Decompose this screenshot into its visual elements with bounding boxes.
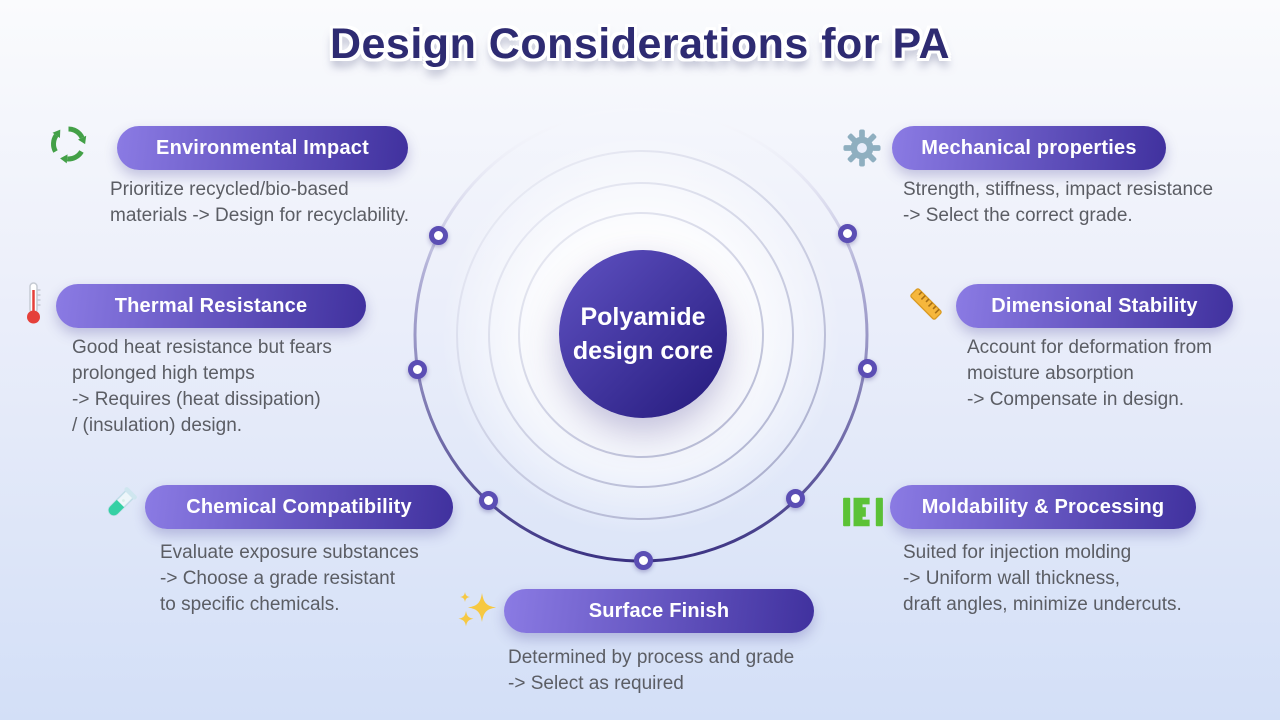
- pill-label: Thermal Resistance: [114, 294, 308, 317]
- inner-ring-3: [456, 150, 826, 520]
- pill-thermal-resistance: Thermal Resistance: [56, 284, 366, 328]
- pill-dimensional-stability: Dimensional Stability: [956, 284, 1233, 328]
- pill-label: Moldability & Processing: [921, 495, 1165, 518]
- core-label-line1: Polyamide: [580, 303, 706, 331]
- item-description-dimensional: Account for deformation from moisture ab…: [967, 337, 1212, 410]
- orbit-node-lower-left: [479, 491, 498, 510]
- orbit-node-bottom: [634, 551, 653, 570]
- inner-ring-2: [488, 182, 794, 488]
- gear-icon: [843, 129, 881, 167]
- item-description-mechanical: Strength, stiffness, impact resistance -…: [903, 179, 1214, 226]
- item-description-chemical: Evaluate exposure substances -> Choose a…: [160, 542, 419, 615]
- pill-moldability-processing: Moldability & Processing: [890, 485, 1196, 529]
- mold-icon: [841, 494, 885, 530]
- ruler-icon: [906, 284, 946, 324]
- pill-environmental-impact: Environmental Impact: [117, 126, 408, 170]
- orbit-node-upper-left: [429, 226, 448, 245]
- orbit-node-right: [858, 359, 877, 378]
- item-description-surface: Determined by process and grade -> Selec…: [508, 647, 795, 694]
- core-circle: Polyamide design core: [559, 250, 727, 418]
- pill-label: Chemical Compatibility: [186, 495, 412, 518]
- pill-surface-finish: Surface Finish: [504, 589, 814, 633]
- core-label-line2: design core: [572, 337, 714, 365]
- orbit-node-left: [408, 360, 427, 379]
- orbit-node-lower-right: [786, 489, 805, 508]
- pill-chemical-compatibility: Chemical Compatibility: [145, 485, 453, 529]
- pill-label: Surface Finish: [588, 599, 730, 622]
- thermometer-icon: [24, 281, 43, 325]
- test-tube-icon: [96, 482, 142, 528]
- sparkles-icon: [457, 589, 497, 629]
- pill-mechanical-properties: Mechanical properties: [892, 126, 1166, 170]
- pill-label: Dimensional Stability: [991, 294, 1198, 317]
- pill-label: Mechanical properties: [921, 136, 1137, 159]
- recycle-icon: [47, 124, 90, 164]
- pill-label: Environmental Impact: [156, 136, 369, 159]
- page-title: Design Considerations for PA: [329, 20, 951, 68]
- item-description-thermal: Good heat resistance but fears prolonged…: [72, 337, 332, 436]
- orbit-node-upper-right: [838, 224, 857, 243]
- inner-ring-1: [518, 212, 764, 458]
- item-description-moldability: Suited for injection molding -> Uniform …: [903, 542, 1182, 615]
- item-description-environmental: Prioritize recycled/bio-based materials …: [110, 179, 409, 226]
